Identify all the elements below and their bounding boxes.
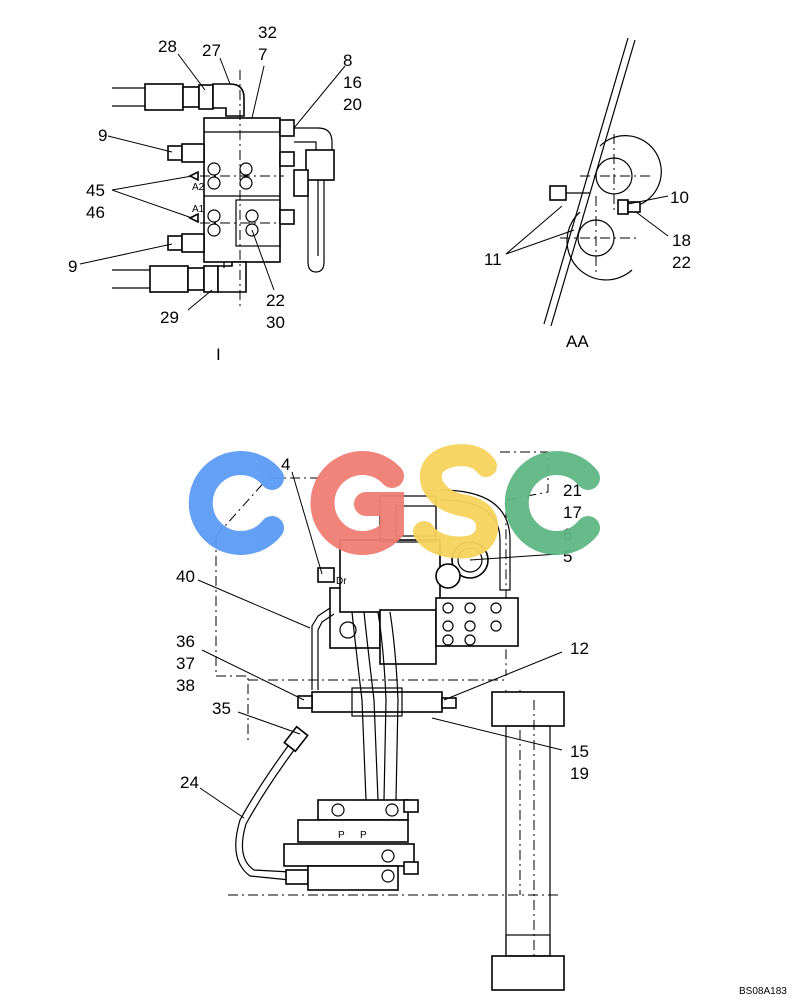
callout-32: 32 — [258, 23, 277, 42]
main-view-assembly: Dr P P — [215, 451, 565, 991]
callout-27: 27 — [202, 41, 221, 60]
callout-15: 15 — [570, 742, 589, 761]
callout-17: 17 — [563, 503, 582, 522]
port-mark-p-right: P — [360, 830, 367, 841]
callout-4: 4 — [281, 455, 290, 474]
main-view-leaders — [197, 471, 563, 819]
watermark-letter-c1 — [188, 451, 284, 555]
view-aa-clamp-detail — [543, 37, 662, 327]
callout-16: 16 — [343, 73, 362, 92]
callout-19: 19 — [570, 764, 589, 783]
callout-21: 21 — [563, 481, 582, 500]
view-label-i: I — [216, 345, 221, 364]
callout-10: 10 — [670, 188, 689, 207]
port-mark-a1: A1 — [192, 204, 205, 215]
callout-29: 29 — [160, 308, 179, 327]
callout-9-lower: 9 — [68, 257, 77, 276]
callout-38: 38 — [176, 676, 195, 695]
port-mark-p-left: P — [338, 830, 345, 841]
callout-20: 20 — [343, 95, 362, 114]
callout-12: 12 — [570, 639, 589, 658]
cgsc-watermark-logo — [188, 444, 600, 559]
watermark-letter-g — [310, 451, 404, 555]
callout-24: 24 — [180, 773, 199, 792]
callout-37: 37 — [176, 654, 195, 673]
callout-8: 8 — [343, 51, 352, 70]
callout-5: 5 — [563, 547, 572, 566]
callout-30: 30 — [266, 313, 285, 332]
drawing-code: BS08A183 — [739, 986, 787, 997]
callout-11: 11 — [484, 250, 502, 269]
watermark-letter-s — [413, 444, 498, 559]
view-aa-leaders — [505, 195, 669, 255]
callout-45: 45 — [86, 181, 105, 200]
port-mark-dr: Dr — [336, 576, 347, 587]
watermark-letter-c2 — [504, 451, 600, 555]
port-mark-a2: A2 — [192, 182, 205, 193]
callout-40: 40 — [176, 567, 195, 586]
view-i-leaders — [79, 53, 346, 311]
callout-7: 7 — [258, 45, 267, 64]
callout-18: 18 — [672, 231, 691, 250]
callout-36: 36 — [176, 632, 195, 651]
callout-22-left: 22 — [266, 291, 285, 310]
callout-22-right: 22 — [672, 253, 691, 272]
view-i-valve-assembly: A2 A1 — [112, 70, 335, 310]
view-label-aa: AA — [566, 332, 589, 351]
callout-9-upper: 9 — [98, 126, 107, 145]
callout-28: 28 — [158, 37, 177, 56]
callout-35: 35 — [212, 699, 231, 718]
callout-46: 46 — [86, 203, 105, 222]
